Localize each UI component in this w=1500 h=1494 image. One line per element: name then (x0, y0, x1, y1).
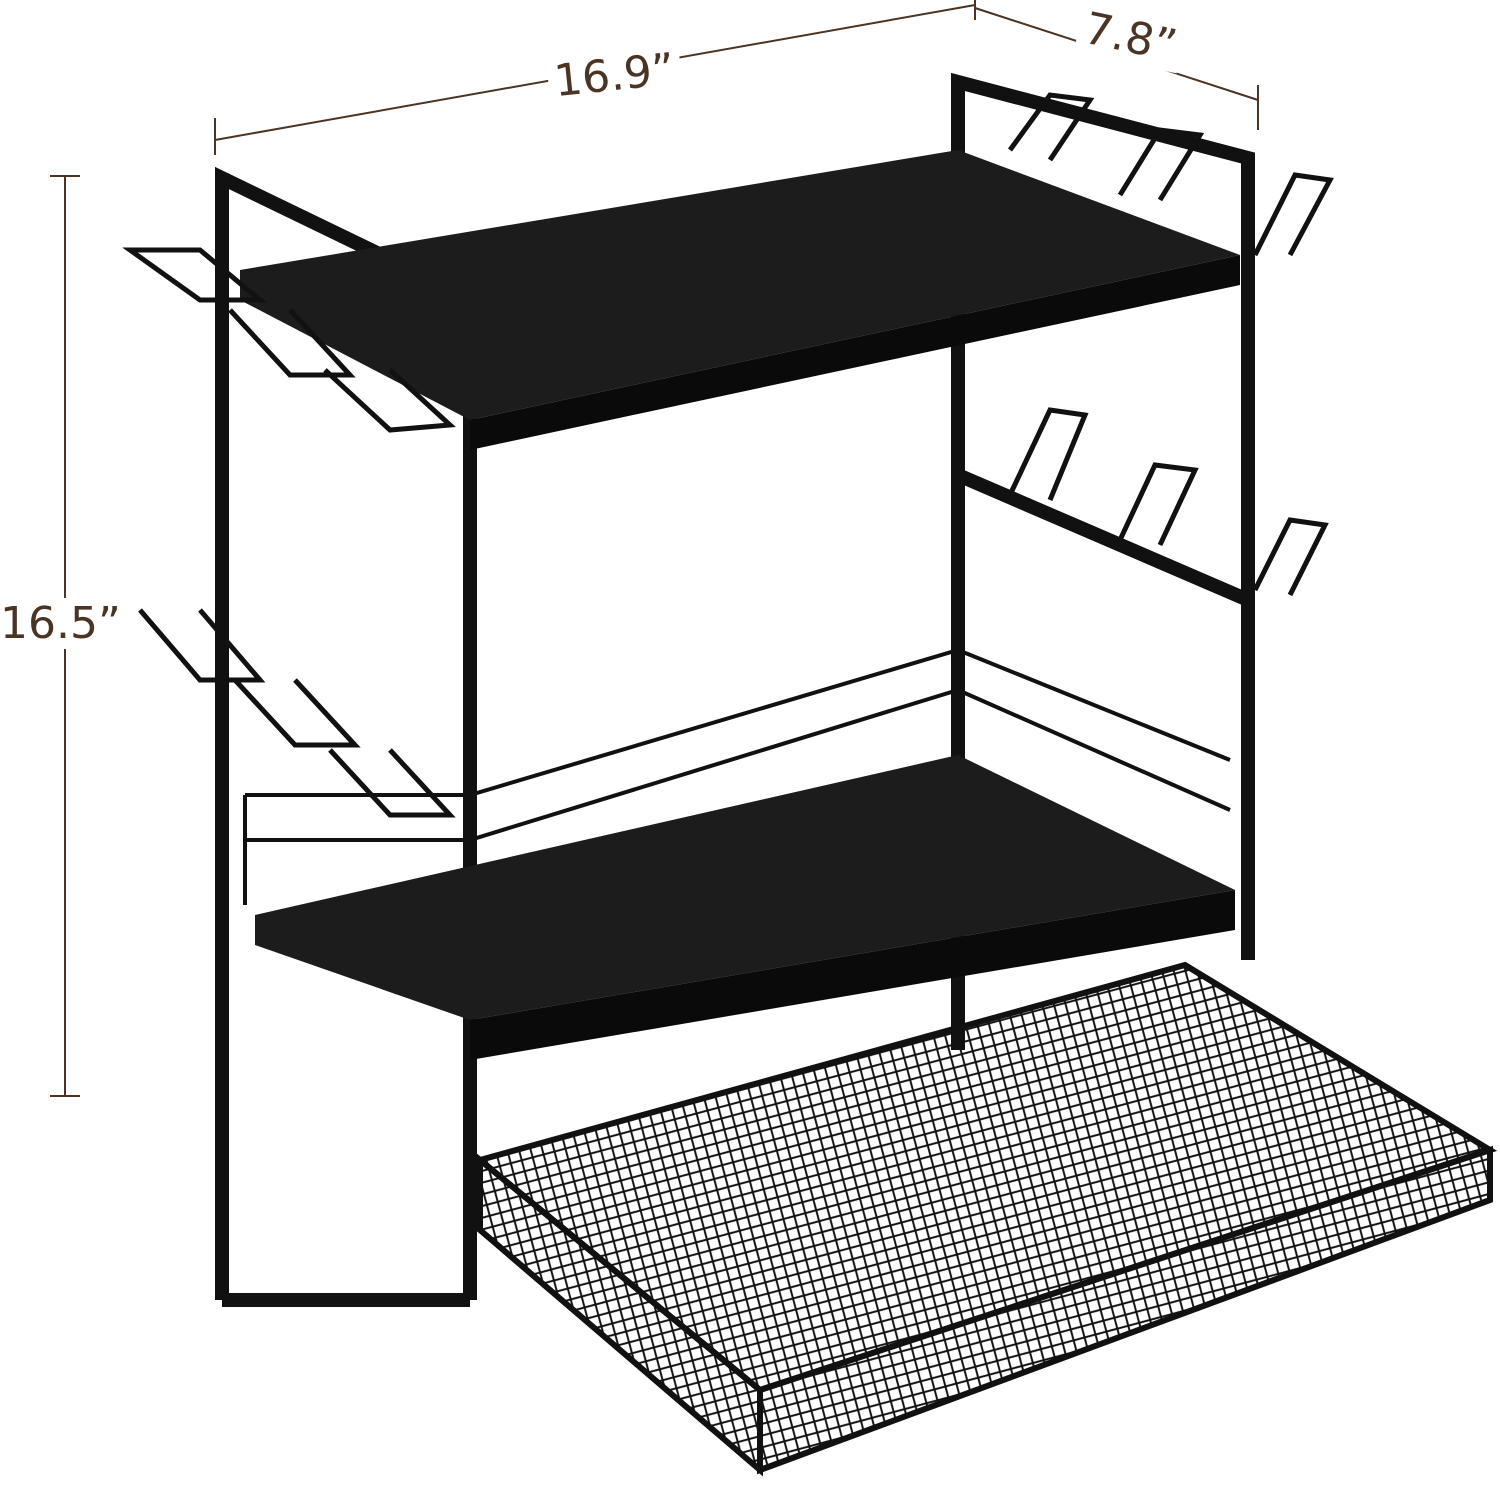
top-shelf (240, 150, 1240, 420)
mesh-drawer (473, 961, 1498, 1477)
height-label: 16.5” (0, 598, 127, 649)
rack-frame (215, 72, 1255, 1307)
wire-rail (243, 647, 1231, 905)
hooks (122, 92, 1334, 818)
middle-shelf (255, 755, 1235, 1020)
